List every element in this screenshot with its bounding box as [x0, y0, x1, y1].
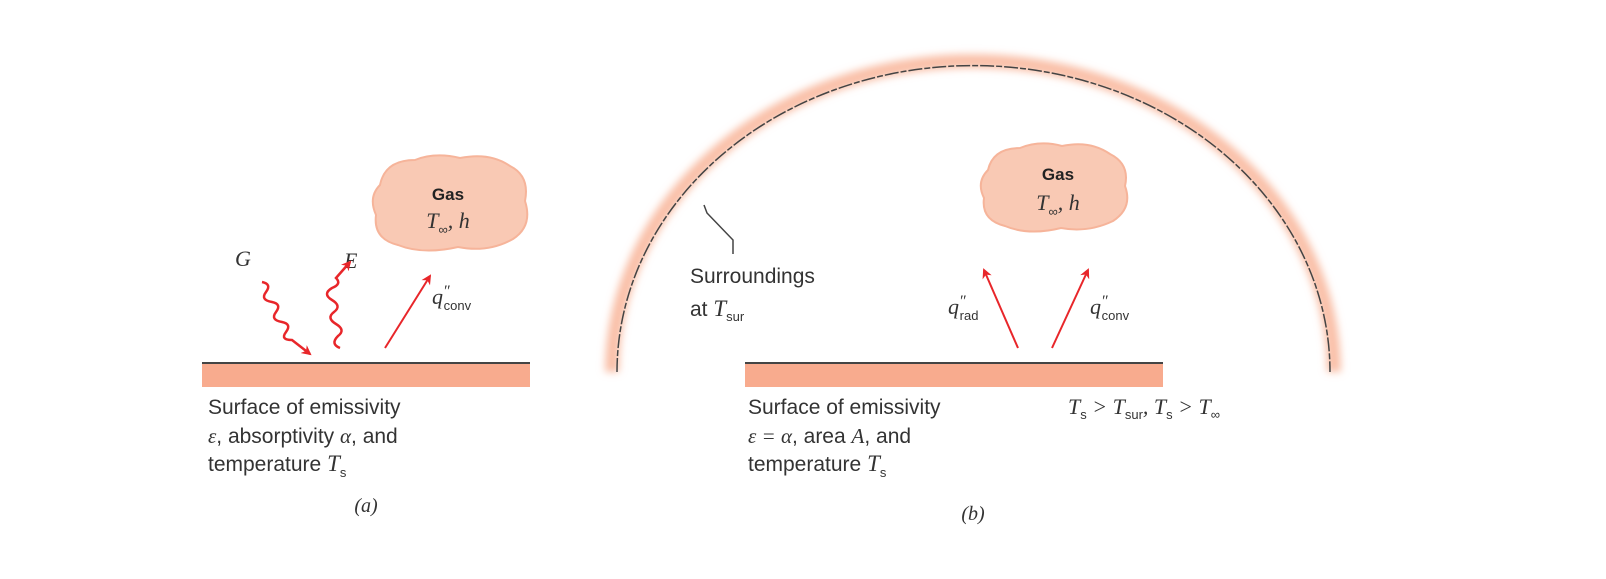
convection-flux-label: q″conv: [1090, 293, 1130, 323]
convection-flux-label: q″conv: [432, 283, 472, 313]
surface: [745, 363, 1163, 387]
surroundings-label-line2: at Tsur: [690, 296, 745, 324]
surface-desc-line1: Surface of emissivity: [748, 396, 941, 419]
caption-a: (a): [354, 495, 378, 517]
irradiation-wavy-arrow: [261, 280, 312, 356]
temperature-condition: Ts > Tsur, Ts > T∞: [1068, 394, 1220, 422]
gas-properties: T∞, h: [1036, 190, 1080, 219]
panel-a: Gas T∞, h G E q″conv Surface of emissivi…: [202, 154, 530, 517]
gas-title: Gas: [432, 185, 464, 204]
gas-properties: T∞, h: [426, 208, 470, 237]
surroundings-label-line1: Surroundings: [690, 265, 815, 288]
surface-desc-line3: temperature Ts: [208, 451, 347, 480]
gas-cloud: [979, 142, 1129, 233]
caption-b: (b): [961, 503, 985, 525]
gas-cloud: [371, 154, 529, 252]
surface-desc-line3: temperature Ts: [748, 451, 887, 480]
surroundings-enclosure: [616, 64, 1331, 373]
surface-desc-line1: Surface of emissivity: [208, 396, 401, 419]
gas-title: Gas: [1042, 165, 1074, 184]
convection-arrow: [384, 274, 432, 349]
surroundings-leader-line: [703, 204, 734, 254]
convection-arrow: [1051, 268, 1090, 349]
irradiation-label: G: [235, 246, 251, 271]
panel-b: Surroundings at Tsur Gas T∞, h q″rad q″c…: [605, 54, 1341, 525]
surface: [202, 363, 530, 387]
surface-desc-line2: ε = α, area A, and: [748, 424, 911, 448]
emission-wavy-arrow: [325, 260, 352, 350]
surroundings-enclosure-glow: [605, 54, 1341, 373]
radiation-arrow: [982, 268, 1019, 349]
radiation-flux-label: q″rad: [948, 293, 978, 323]
surface-desc-line2: ε, absorptivity α, and: [208, 424, 398, 448]
